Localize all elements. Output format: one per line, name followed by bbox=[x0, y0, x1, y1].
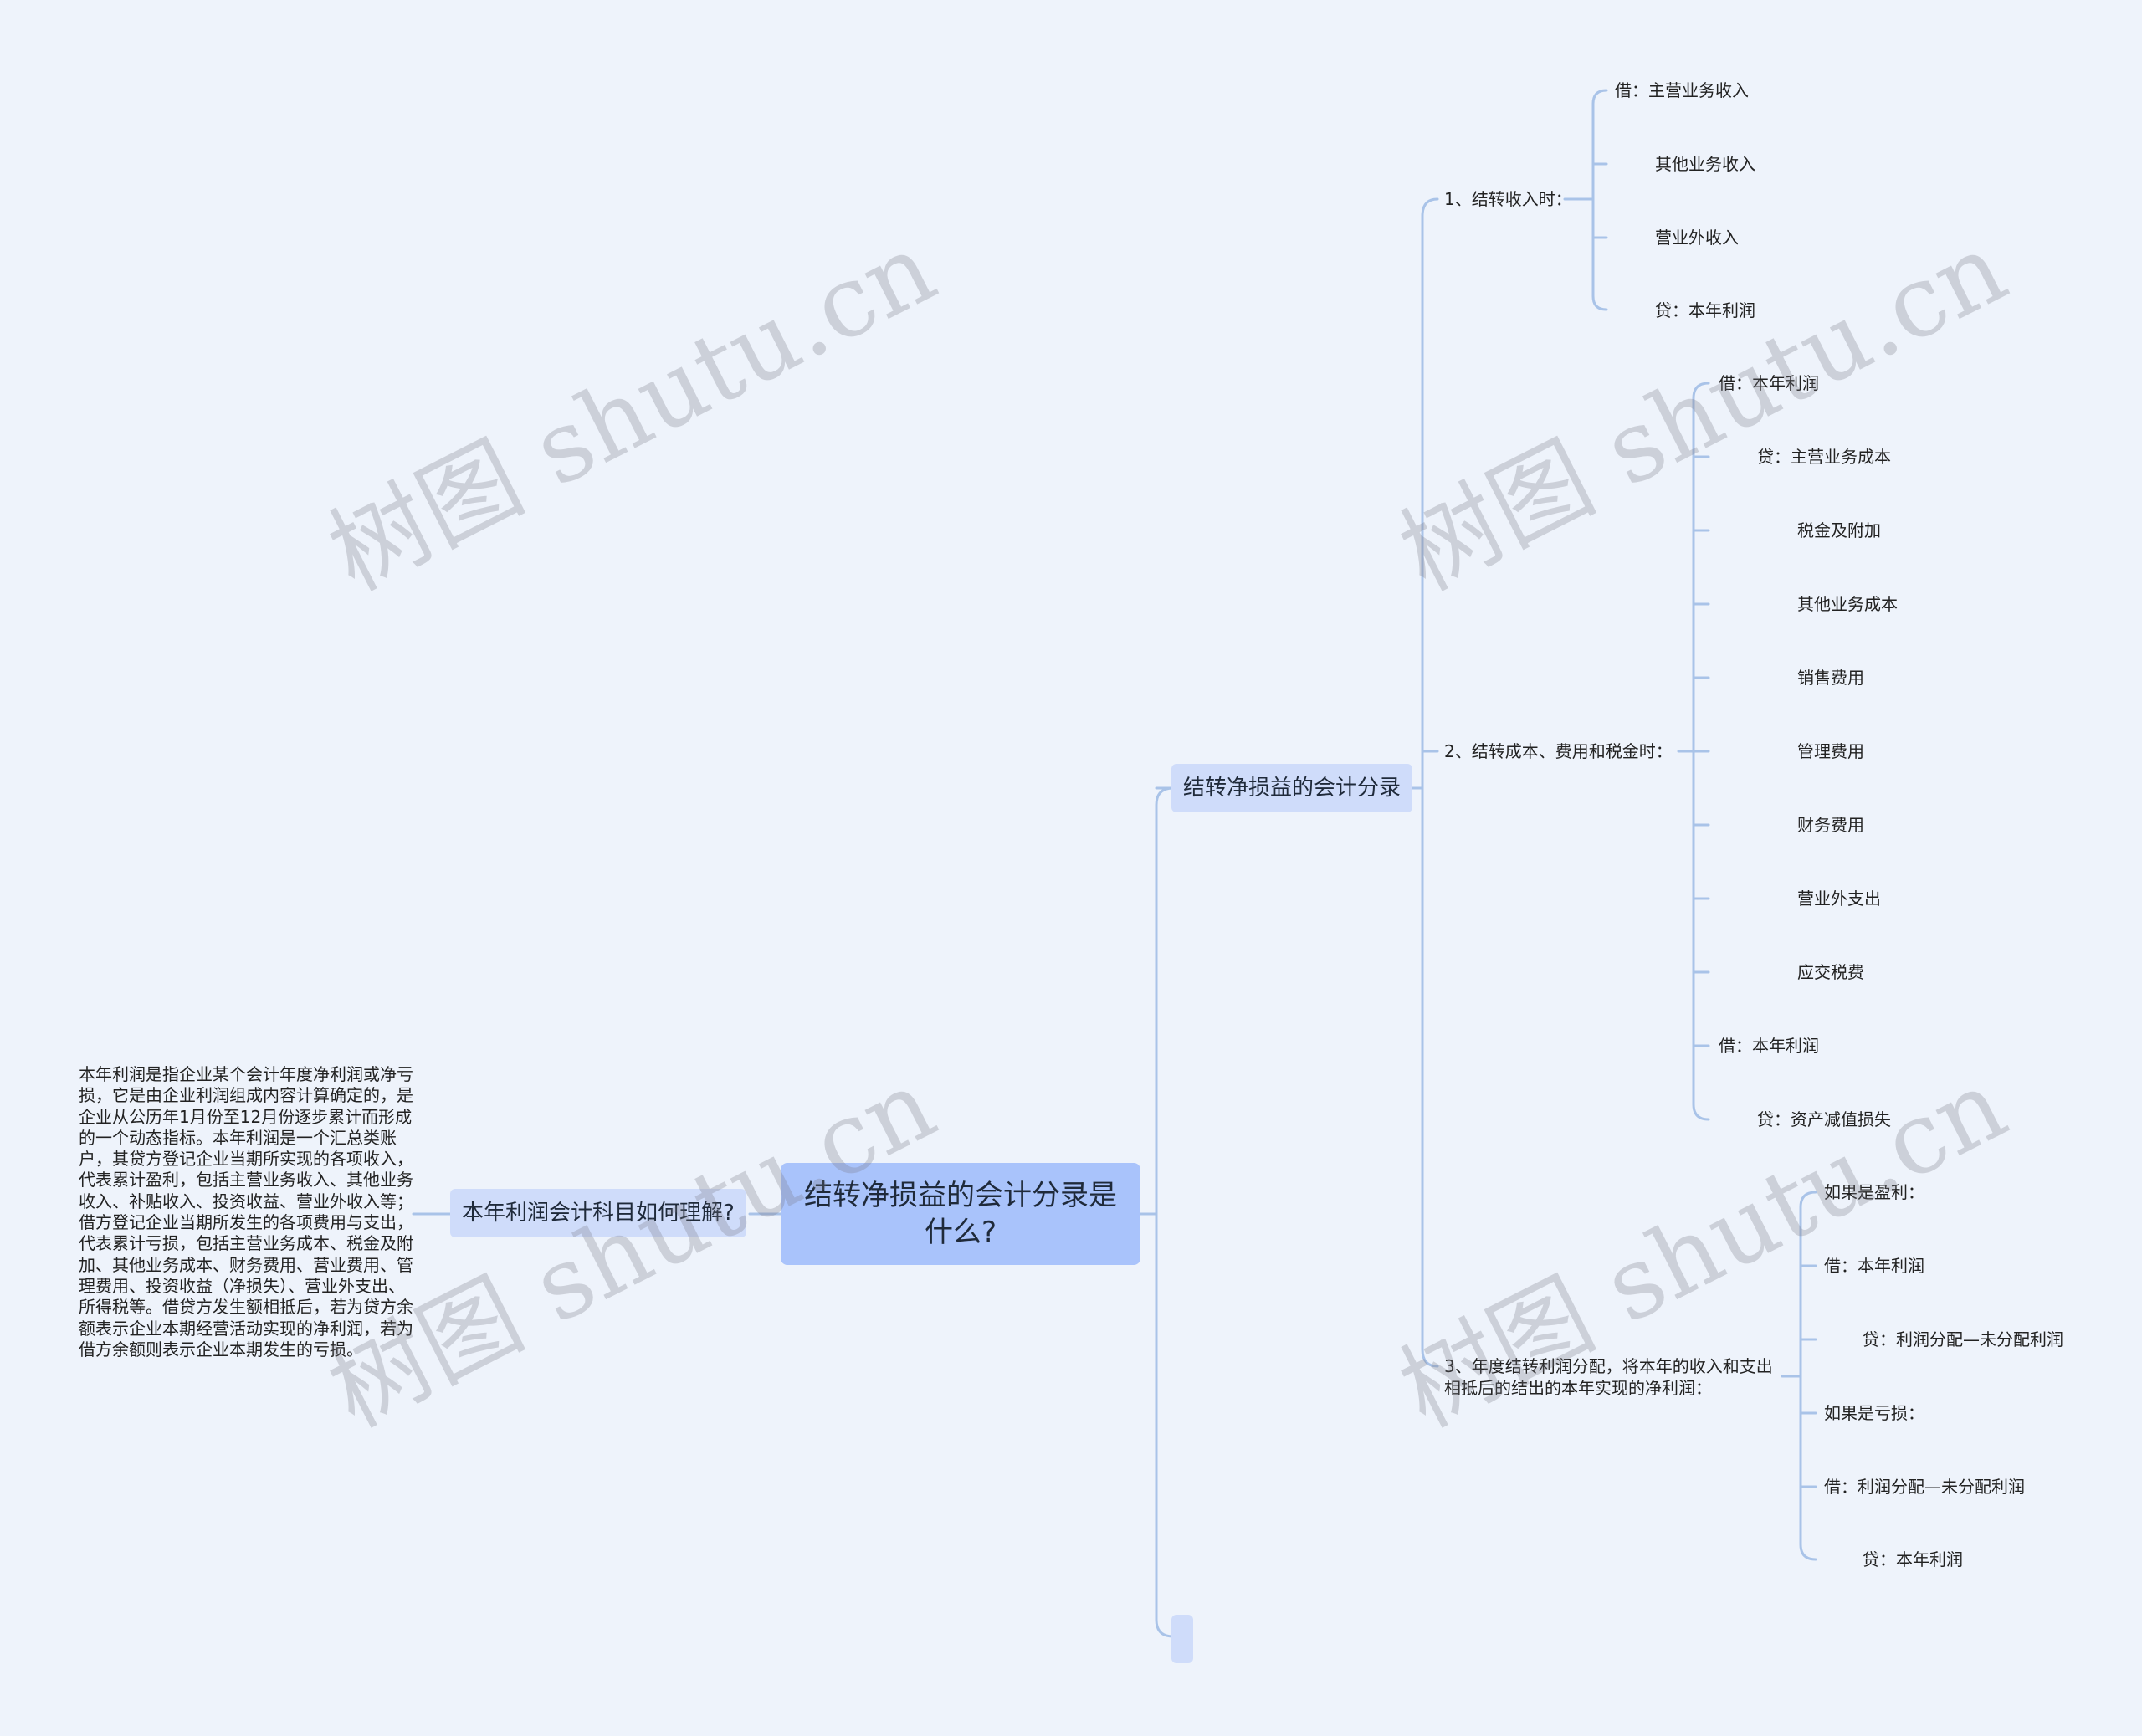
group3-item[interactable]: 借：本年利润 bbox=[1824, 1256, 1924, 1276]
left-branch-label: 本年利润会计科目如何理解? bbox=[462, 1201, 735, 1226]
group2-item[interactable]: 税金及附加 bbox=[1797, 520, 1881, 540]
group3-label-line1[interactable]: 3、年度结转利润分配，将本年的收入和支出 bbox=[1444, 1356, 1773, 1376]
group2-item[interactable]: 营业外支出 bbox=[1797, 888, 1881, 909]
group2-item[interactable]: 借：本年利润 bbox=[1719, 1036, 1819, 1056]
group3-item[interactable]: 如果是亏损： bbox=[1824, 1403, 1924, 1423]
root-node[interactable]: 结转净损益的会计分录是什么? bbox=[781, 1163, 1140, 1265]
group1-item[interactable]: 贷：本年利润 bbox=[1655, 300, 1755, 320]
left-branch-node[interactable]: 本年利润会计科目如何理解? bbox=[450, 1189, 746, 1237]
group1-item[interactable]: 其他业务收入 bbox=[1655, 154, 1755, 174]
empty-branch-node[interactable] bbox=[1171, 1615, 1193, 1663]
root-title: 结转净损益的会计分录是什么? bbox=[804, 1179, 1117, 1249]
left-branch-description: 本年利润是指企业某个会计年度净利润或净亏损，它是由企业利润组成内容计算确定的，是… bbox=[79, 1064, 413, 1360]
group2-item[interactable]: 贷：主营业务成本 bbox=[1757, 447, 1891, 467]
group2-item[interactable]: 应交税费 bbox=[1797, 962, 1864, 982]
right-branch-node[interactable]: 结转净损益的会计分录 bbox=[1171, 764, 1413, 812]
group3-label-line2[interactable]: 相抵后的结出的本年实现的净利润： bbox=[1444, 1378, 1712, 1398]
group3-item[interactable]: 贷：利润分配—未分配利润 bbox=[1863, 1329, 2063, 1349]
group2-item[interactable]: 其他业务成本 bbox=[1797, 594, 1898, 614]
group2-item[interactable]: 管理费用 bbox=[1797, 741, 1864, 761]
group1-label[interactable]: 1、结转收入时： bbox=[1444, 189, 1572, 209]
group2-item[interactable]: 贷：资产减值损失 bbox=[1757, 1109, 1891, 1129]
group3-item[interactable]: 如果是盈利： bbox=[1824, 1182, 1924, 1202]
group3-item[interactable]: 借：利润分配—未分配利润 bbox=[1824, 1477, 2025, 1497]
group1-item[interactable]: 营业外收入 bbox=[1655, 228, 1739, 248]
group2-item[interactable]: 财务费用 bbox=[1797, 815, 1864, 835]
right-branch-label: 结转净损益的会计分录 bbox=[1183, 776, 1402, 801]
group1-item[interactable]: 借：主营业务收入 bbox=[1615, 80, 1749, 100]
group2-item[interactable]: 借：本年利润 bbox=[1719, 373, 1819, 393]
connector-group-trunk bbox=[1421, 197, 1439, 1368]
group2-item[interactable]: 销售费用 bbox=[1797, 668, 1864, 688]
connector-right-trunk bbox=[1155, 786, 1175, 1638]
group2-label[interactable]: 2、结转成本、费用和税金时： bbox=[1444, 741, 1673, 761]
group3-item[interactable]: 贷：本年利润 bbox=[1863, 1549, 1963, 1570]
